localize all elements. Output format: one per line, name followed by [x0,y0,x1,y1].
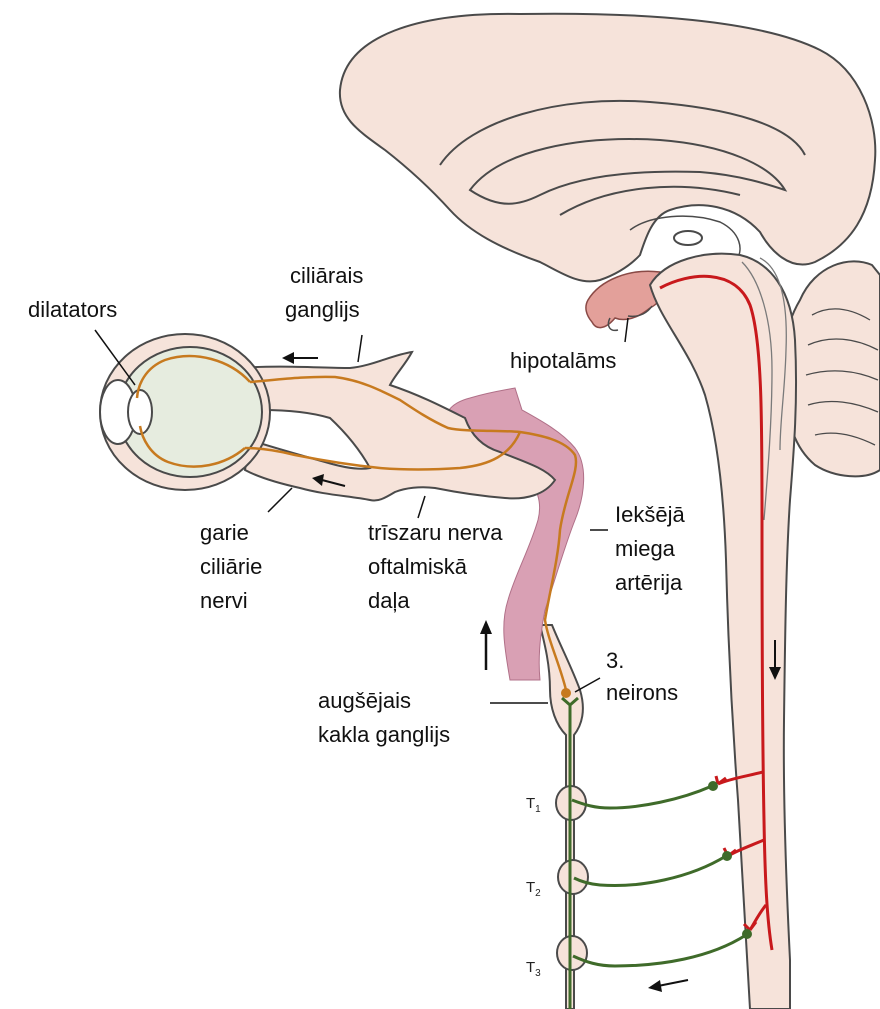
arrow-ciliary-head [282,352,294,364]
second-neuron-t3 [573,935,746,966]
leader-long-ciliary [268,488,292,512]
label-ciliary-ganglion: ciliārais ganglijs [285,263,369,322]
anterior-commissure [674,231,702,245]
label-third-neuron-line-1: 3. [606,648,624,673]
label-trigeminal-line-3: daļa [368,588,410,613]
label-long-ciliary-line-3: nervi [200,588,248,613]
second-neuron-t1 [572,786,712,808]
arrow-bottom [658,980,688,986]
cerebellum [784,261,880,476]
label-long-ciliary-nerves: garie ciliārie nervi [200,520,268,613]
segment-label-t3: T3 [526,959,541,979]
label-internal-carotid-line-2: miega [615,536,676,561]
label-trigeminal-ophthalmic: trīszaru nerva oftalmiskā daļa [368,520,509,613]
label-cervical-ganglion-line-1: augšējais [318,688,411,713]
cerebrum [340,14,875,282]
arrow-carotid-up-head [480,620,492,634]
segment-t2-sub: 2 [535,888,541,899]
segment-t3-letter: T [526,959,535,976]
label-long-ciliary-line-1: garie [200,520,249,545]
label-trigeminal-line-2: oftalmiskā [368,554,468,579]
arrow-bottom-head [648,980,662,992]
segment-label-t2: T2 [526,879,541,899]
ganglion-t2 [558,860,588,894]
segment-t1-letter: T [526,795,535,812]
label-superior-cervical-ganglion: augšējais kakla ganglijs [318,688,450,747]
segment-label-t1: T1 [526,795,541,815]
label-long-ciliary-line-2: ciliārie [200,554,262,579]
label-third-neuron-line-2: neirons [606,680,678,705]
ganglion-t3 [557,936,587,970]
synapse-t1 [708,781,718,791]
leader-trigeminal [418,496,425,518]
segment-t1-sub: 1 [535,804,541,815]
label-ciliary-ganglion-line-2: ganglijs [285,297,360,322]
label-third-neuron: 3. neirons [606,648,678,705]
label-internal-carotid-line-1: Iekšējā [615,502,685,527]
segment-t2-letter: T [526,879,535,896]
label-trigeminal-line-1: trīszaru nerva [368,520,503,545]
synapse-t3 [742,929,752,939]
leader-hypothalamus [625,318,628,342]
label-internal-carotid: Iekšējā miega artērija [615,502,691,595]
second-neuron-t2 [574,856,726,886]
leader-ciliary-ganglion [358,335,362,362]
brainstem-spinal-cord [650,254,796,1009]
label-cervical-ganglion-line-2: kakla ganglijs [318,722,450,747]
label-dilatator: dilatators [28,297,117,322]
label-internal-carotid-line-3: artērija [615,570,683,595]
synapse-t2 [722,851,732,861]
brain [340,14,875,282]
segment-t3-sub: 3 [535,968,541,979]
label-hypothalamus: hipotalāms [510,348,616,373]
label-ciliary-ganglion-line-1: ciliārais [290,263,363,288]
